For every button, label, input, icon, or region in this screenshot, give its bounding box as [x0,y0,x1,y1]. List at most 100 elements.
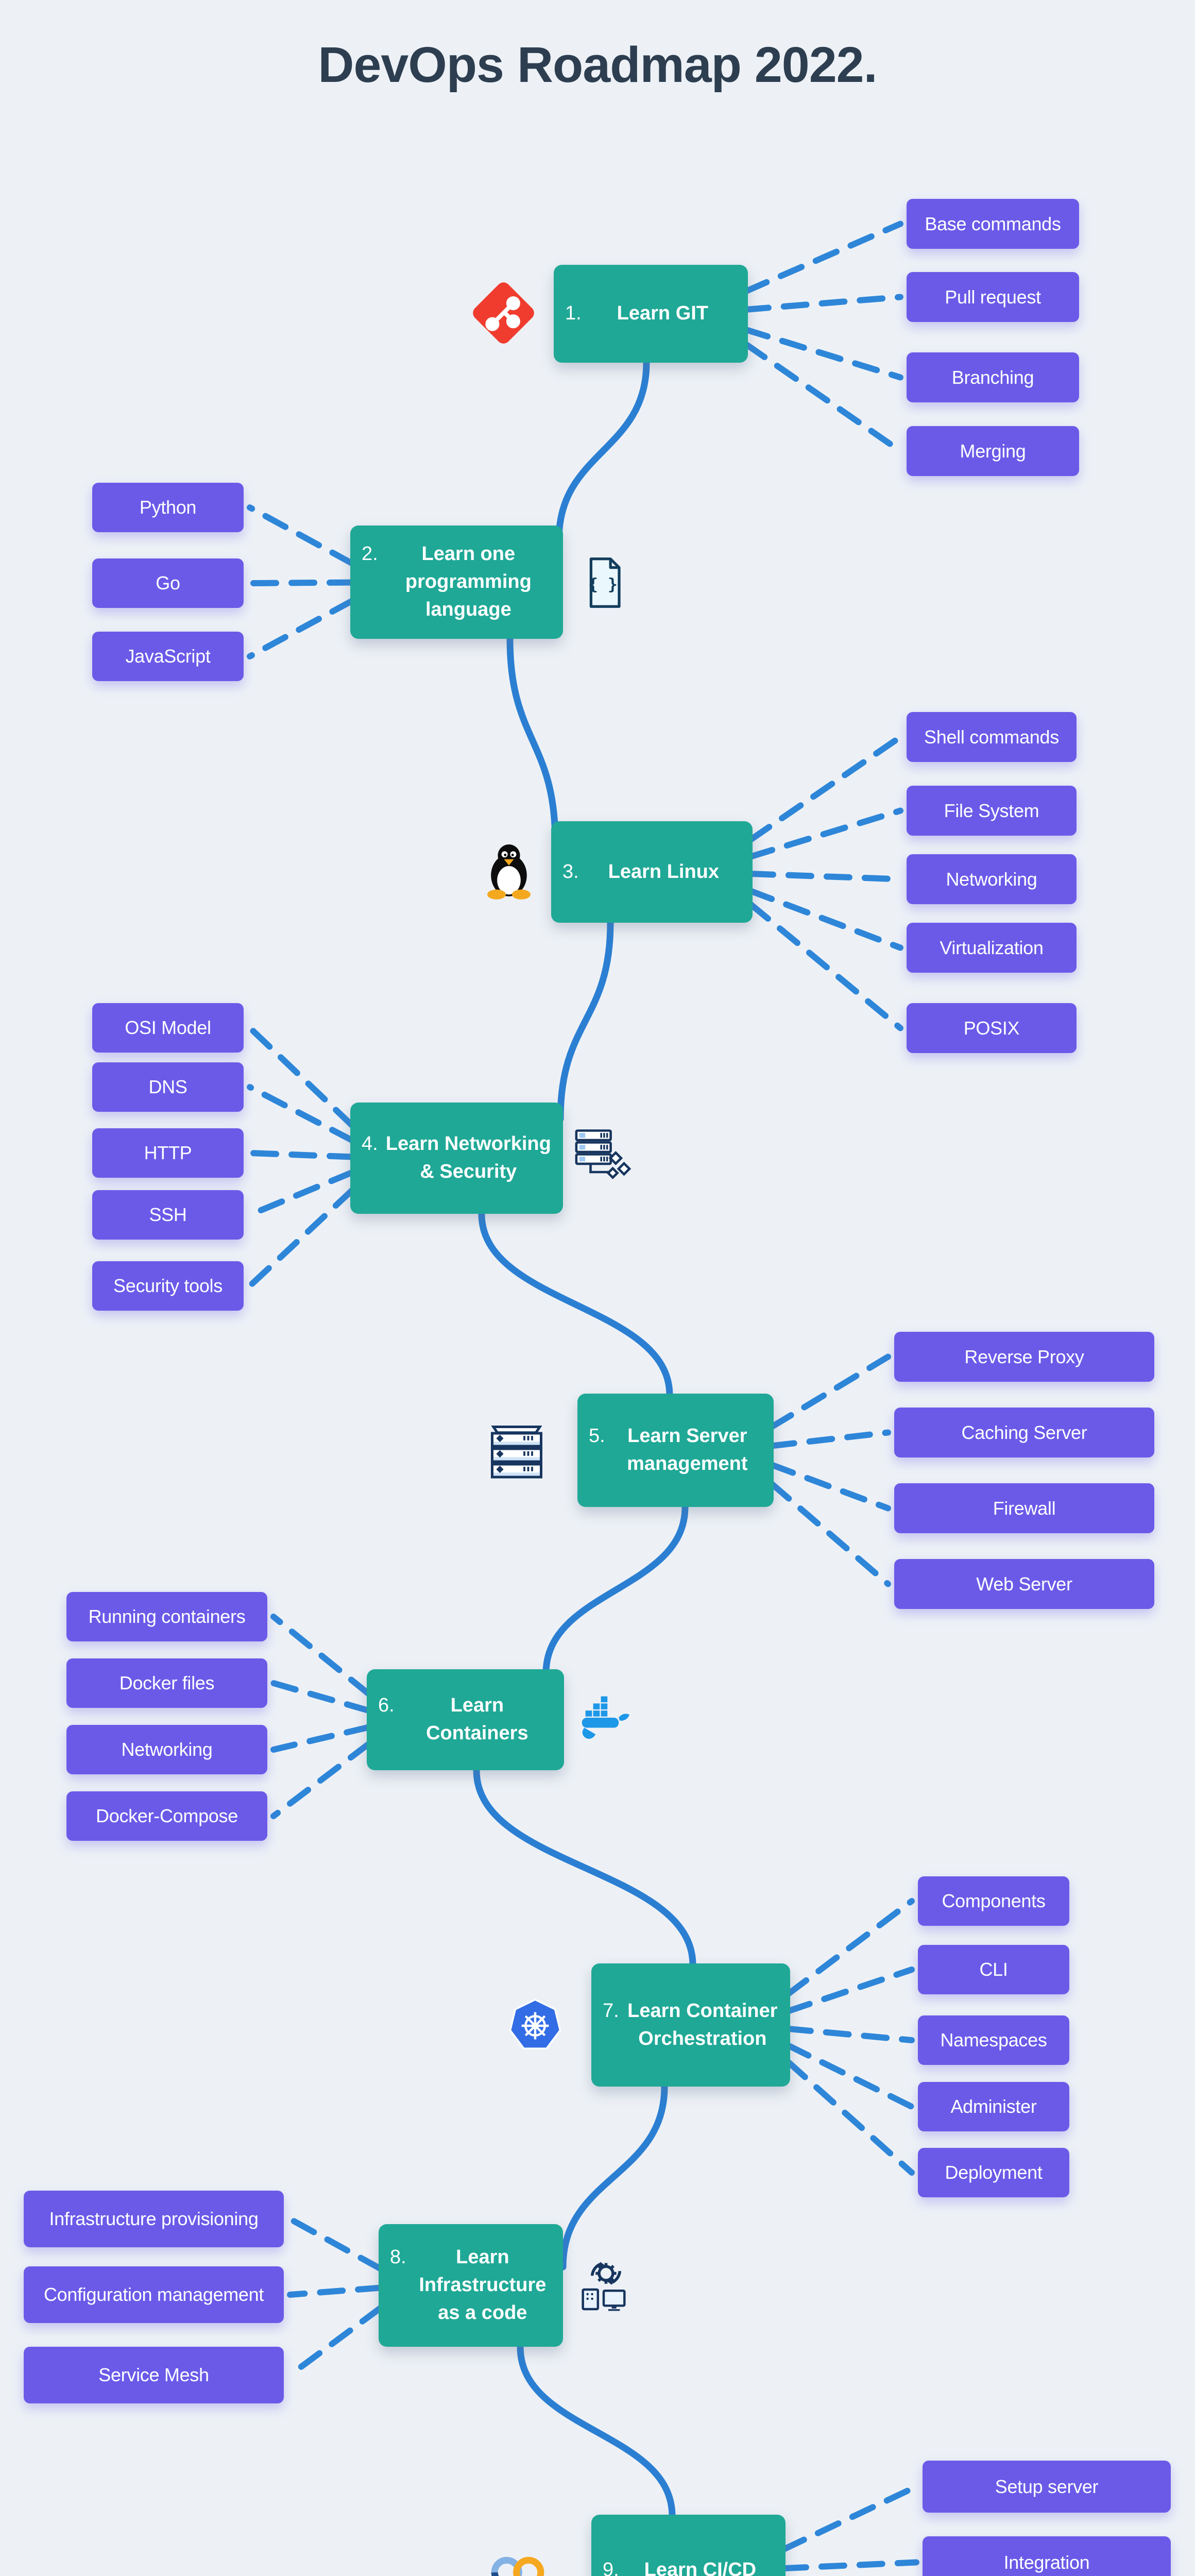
subtopic-posix: POSIX [907,1003,1077,1053]
network-security-icon [573,1117,632,1192]
connector-line [270,1740,372,1819]
subtopic-setup-server: Setup server [923,2461,1171,2513]
server-stack-icon [483,1418,550,1482]
topic-label: Learn Linux [608,860,720,883]
subtopic-dns: DNS [92,1062,244,1112]
connector-line [785,1898,915,1997]
topic-label: Learn one programming language [405,543,532,620]
subtopic-docker-compose: Docker-Compose [66,1791,267,1841]
kubernetes-icon [507,1993,564,2059]
topic-number: 6. [378,1694,395,1717]
connector-line [747,888,903,951]
connector-line [743,221,903,295]
subtopic-javascript: JavaScript [92,632,244,681]
topic-node-learn-git: 1. Learn GIT [554,265,748,363]
connector-line [270,1614,372,1697]
subtopic-web-server: Web Server [894,1559,1154,1609]
git-icon [469,278,538,348]
cicd-infinity-icon [466,2542,569,2576]
subtopic-security-tools: Security tools [92,1261,244,1311]
connector-line [287,2284,384,2298]
svg-text:{ }: { } [588,575,618,594]
subtopic-caching-server: Caching Server [894,1408,1154,1458]
subtopic-networking: Networking [66,1725,267,1774]
topic-node-learn-one-programming-language: 2. Learn one programming language [350,526,563,639]
subtopic-running-containers: Running containers [66,1592,267,1641]
subtopic-branching: Branching [907,352,1079,402]
connector-line [785,2025,915,2043]
connector-line [769,1480,891,1587]
topic-number: 7. [603,1999,619,2022]
subtopic-infrastructure-provisioning: Infrastructure provisioning [24,2191,284,2247]
subtopic-namespaces: Namespaces [918,2015,1069,2065]
connector-line [769,1353,891,1430]
connector-line [747,901,903,1031]
topic-number: 2. [362,543,378,565]
roadmap-curve [473,359,696,2520]
subtopic-deployment: Deployment [918,2148,1069,2197]
connector-line [247,579,355,586]
subtopic-networking: Networking [907,854,1077,904]
subtopic-base-commands: Base commands [907,199,1079,249]
topic-label: Learn CI/CD [644,2559,757,2576]
automation-icon [575,2251,633,2318]
topic-number: 8. [390,2246,406,2268]
subtopic-python: Python [92,483,244,532]
connector-line [287,2304,384,2378]
code-file-icon: { } [576,552,630,613]
topic-number: 5. [589,1425,605,1447]
connector-line [247,1187,355,1289]
connector-line [247,1084,355,1144]
topic-number: 4. [362,1133,378,1155]
connector-line [743,326,903,381]
subtopic-configuration-management: Configuration management [24,2266,284,2323]
subtopic-components: Components [918,1876,1069,1926]
topic-label: Learn Server management [627,1425,748,1475]
connector-line [247,504,355,567]
connector-line [287,2216,384,2272]
subtopic-docker-files: Docker files [66,1658,267,1708]
connector-line [780,2483,919,2553]
topic-label: Learn Infrastructure as a code [419,2246,547,2324]
topic-label: Learn Container Orchestration [627,1999,778,2049]
page-title: DevOps Roadmap 2022. [318,37,877,93]
subtopic-osi-model: OSI Model [92,1003,244,1053]
subtopic-integration: Integration [923,2536,1171,2576]
subtopic-administer: Administer [918,2082,1069,2131]
connector-line [247,1025,355,1129]
topic-node-learn-container-orchestration: 7. Learn Container Orchestration [591,1963,790,2087]
connector-line [270,1680,372,1714]
topic-node-learn-infrastructure-as-a-code: 8. Learn Infrastructure as a code [379,2224,563,2347]
connector-line [747,807,903,860]
topic-label: Learn Containers [426,1694,528,1744]
topic-node-learn-ci-cd: 9. Learn CI/CD [591,2515,786,2576]
subtopic-reverse-proxy: Reverse Proxy [894,1332,1154,1382]
subtopic-http: HTTP [92,1128,244,1178]
topic-label: Learn GIT [617,302,709,325]
connector-line [747,734,903,843]
subtopic-virtualization: Virtualization [907,923,1077,973]
subtopic-shell-commands: Shell commands [907,712,1077,762]
connector-line [785,2042,915,2110]
connector-line [270,1724,372,1753]
topic-number: 9. [603,2559,619,2576]
connector-line [769,1429,891,1449]
subtopic-ssh: SSH [92,1190,244,1240]
topic-number: 3. [562,860,579,883]
connector-line [769,1462,891,1512]
connector-line [743,294,903,313]
connector-line [247,1150,355,1160]
subtopic-pull-request: Pull request [907,272,1079,322]
connector-line [780,2559,919,2572]
topic-node-learn-linux: 3. Learn Linux [551,821,753,923]
connector-line [247,598,355,659]
connector-line [785,2059,915,2176]
subtopic-firewall: Firewall [894,1483,1154,1533]
topic-node-learn-server-management: 5. Learn Server management [577,1394,774,1507]
connector-line [747,871,903,883]
connector-line [743,341,903,454]
topic-number: 1. [565,302,582,325]
connector-line [785,1967,915,2014]
